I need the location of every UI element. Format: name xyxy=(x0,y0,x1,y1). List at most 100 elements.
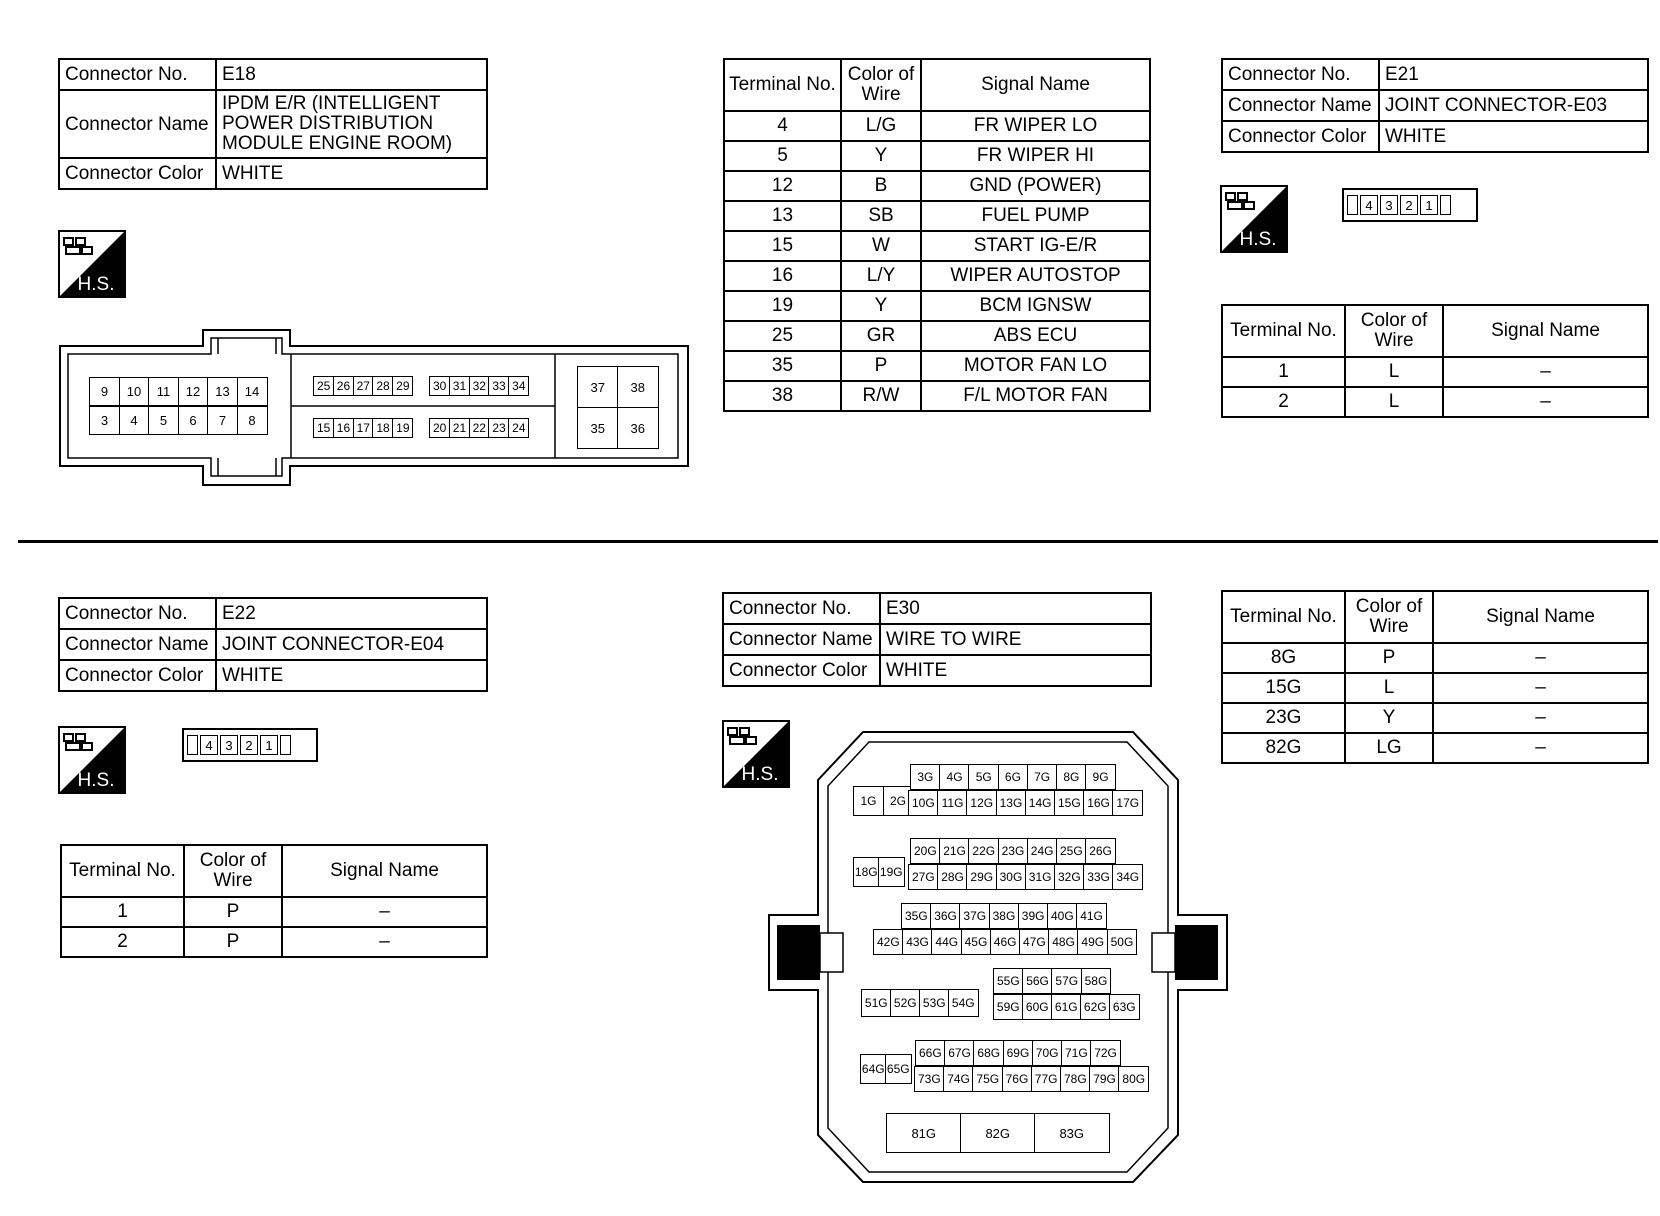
pin: 77G xyxy=(1030,1066,1062,1092)
signal-name-header: Signal Name xyxy=(1442,304,1649,358)
pin: 45G xyxy=(960,929,992,955)
pin: 37G xyxy=(959,903,991,929)
pin: 18G xyxy=(853,857,880,887)
pin: 59G xyxy=(993,994,1024,1020)
harness-side-icon: H.S. xyxy=(58,726,126,794)
e22-connector-no: E22 xyxy=(215,597,488,630)
pin: 37 xyxy=(577,366,619,408)
pin: 73G xyxy=(914,1066,945,1092)
pin: 57G xyxy=(1051,968,1083,994)
pin: 36G xyxy=(930,903,961,929)
pin: 44G xyxy=(931,929,963,955)
pin: 32G xyxy=(1054,864,1085,890)
terminal-no: 15 xyxy=(723,230,842,262)
pin: 11G xyxy=(937,790,968,816)
e22-connector-face: 4 3 2 1 xyxy=(182,728,318,762)
pin: 1 xyxy=(260,735,278,755)
pin: 54G xyxy=(948,989,979,1017)
terminal-no: 16 xyxy=(723,260,842,292)
pin: 9G xyxy=(1085,764,1116,790)
terminal-no: 19 xyxy=(723,290,842,322)
terminal-no: 4 xyxy=(723,110,842,142)
pin: 3 xyxy=(220,735,238,755)
wire-color: L/Y xyxy=(840,260,922,292)
e22-info-key: Connector No. xyxy=(58,597,217,630)
pin: 72G xyxy=(1090,1040,1121,1066)
pin: 17G xyxy=(1112,790,1144,816)
e18-terminal-table: Terminal No. Color of Wire Signal Name 4… xyxy=(723,58,1151,412)
pin: 3 xyxy=(89,406,120,435)
pin: 21 xyxy=(448,418,471,438)
signal-name: – xyxy=(281,926,488,958)
connector-end xyxy=(280,735,291,755)
pin: 5 xyxy=(148,406,179,435)
pin: 8 xyxy=(236,406,268,435)
pin: 6 xyxy=(177,406,209,435)
wire-color: B xyxy=(840,170,922,202)
signal-name: MOTOR FAN LO xyxy=(920,350,1151,382)
pin: 31G xyxy=(1024,864,1056,890)
pin: 27 xyxy=(352,376,374,396)
pin: 5G xyxy=(968,764,1000,790)
pin: 36 xyxy=(617,407,659,449)
pin: 33G xyxy=(1083,864,1114,890)
pin: 22 xyxy=(468,418,490,438)
wire-color: L xyxy=(1344,386,1444,418)
e30-connector-name: WIRE TO WIRE xyxy=(879,623,1152,656)
signal-name: ABS ECU xyxy=(920,320,1151,352)
pin: 78G xyxy=(1060,1066,1091,1092)
pin: 80G xyxy=(1118,1066,1150,1092)
wire-color-header: Color of Wire xyxy=(183,844,283,898)
pin: 1G xyxy=(853,786,884,816)
pin: 12G xyxy=(966,790,998,816)
e21-info-key: Connector No. xyxy=(1221,58,1380,91)
e22-info-key: Connector Name xyxy=(58,628,217,661)
pin: 25 xyxy=(313,376,335,396)
terminal-no-header: Terminal No. xyxy=(1221,590,1346,644)
pin: 69G xyxy=(1002,1040,1034,1066)
signal-name: – xyxy=(281,896,488,928)
pin: 51G xyxy=(861,989,892,1017)
e21-connector-face: 4 3 2 1 xyxy=(1342,188,1478,222)
wire-color-header: Color of Wire xyxy=(840,58,922,112)
pin: 34 xyxy=(508,376,530,396)
pin: 22G xyxy=(968,838,1000,864)
pin: 26G xyxy=(1085,838,1116,864)
pin: 3G xyxy=(910,764,941,790)
pin: 46G xyxy=(989,929,1021,955)
signal-name: – xyxy=(1432,702,1649,734)
e22-info-key: Connector Color xyxy=(58,659,217,692)
terminal-no: 25 xyxy=(723,320,842,352)
wire-color: P xyxy=(840,350,922,382)
pin: 38 xyxy=(617,366,659,408)
e21-connector-color: WHITE xyxy=(1378,120,1649,153)
pin: 63G xyxy=(1109,994,1140,1020)
pin: 75G xyxy=(972,1066,1004,1092)
pin: 2 xyxy=(240,735,258,755)
pin: 83G xyxy=(1034,1113,1110,1153)
signal-name: – xyxy=(1432,642,1649,674)
signal-name: GND (POWER) xyxy=(920,170,1151,202)
pin: 20G xyxy=(910,838,941,864)
pin: 71G xyxy=(1061,1040,1092,1066)
hs-label: H.S. xyxy=(78,770,115,791)
pin: 48G xyxy=(1048,929,1079,955)
signal-name: F/L MOTOR FAN xyxy=(920,380,1151,412)
hs-label: H.S. xyxy=(1240,229,1277,250)
pin: 27G xyxy=(908,864,939,890)
wire-color: SB xyxy=(840,200,922,232)
pin: 70G xyxy=(1031,1040,1063,1066)
pin: 14G xyxy=(1024,790,1056,816)
pin: 39G xyxy=(1017,903,1049,929)
pin: 7G xyxy=(1026,764,1058,790)
pin: 17 xyxy=(352,418,374,438)
terminal-no: 1 xyxy=(1221,356,1346,388)
pin: 60G xyxy=(1022,994,1053,1020)
